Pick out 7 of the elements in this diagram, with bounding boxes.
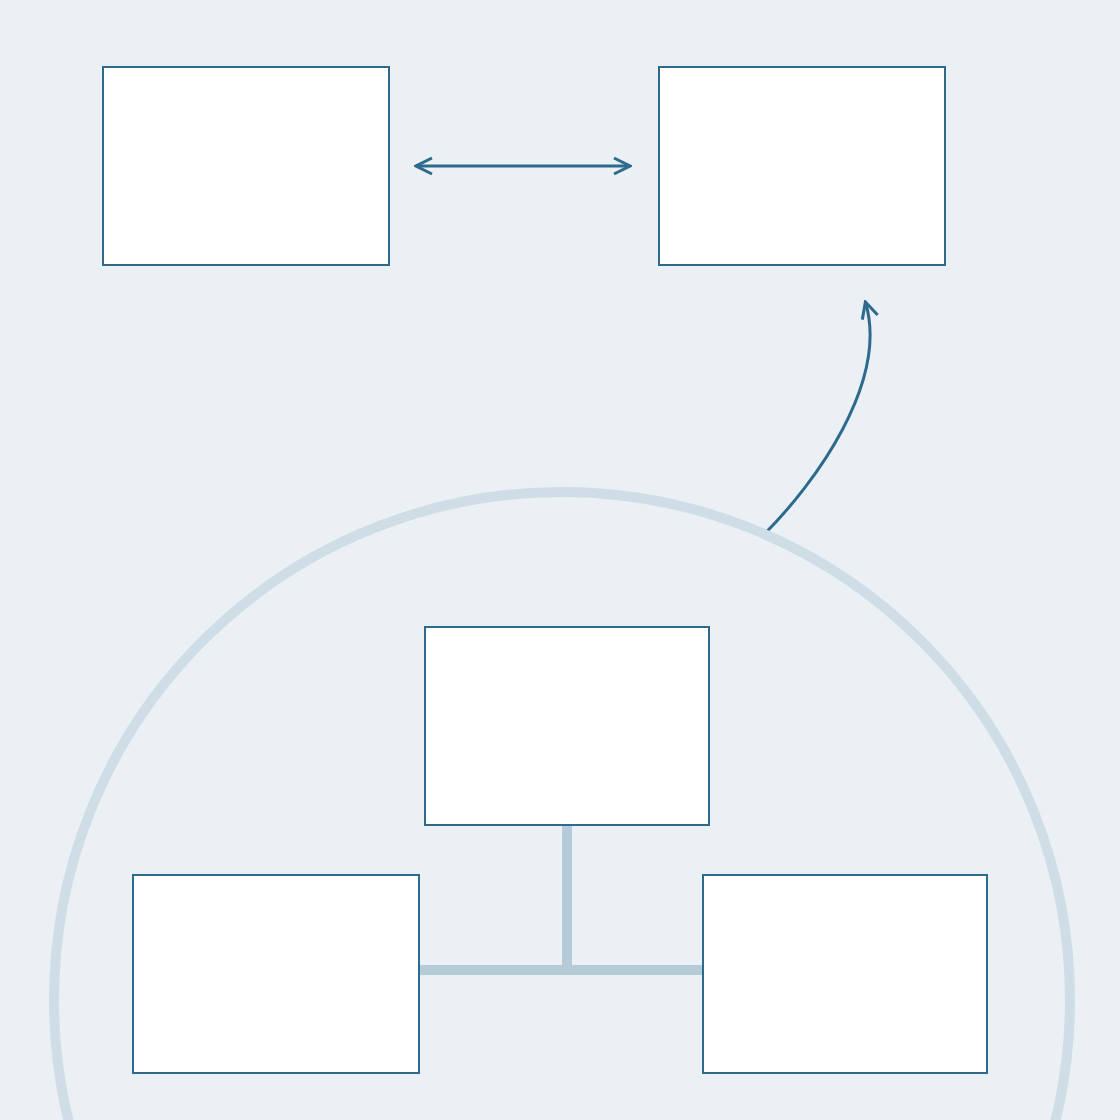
double-arrow: [414, 156, 632, 176]
empty-box: [702, 874, 988, 1074]
empty-box: [658, 66, 946, 266]
arrow: [763, 300, 878, 536]
empty-box: [424, 626, 710, 826]
empty-box: [132, 874, 420, 1074]
empty-box: [102, 66, 390, 266]
